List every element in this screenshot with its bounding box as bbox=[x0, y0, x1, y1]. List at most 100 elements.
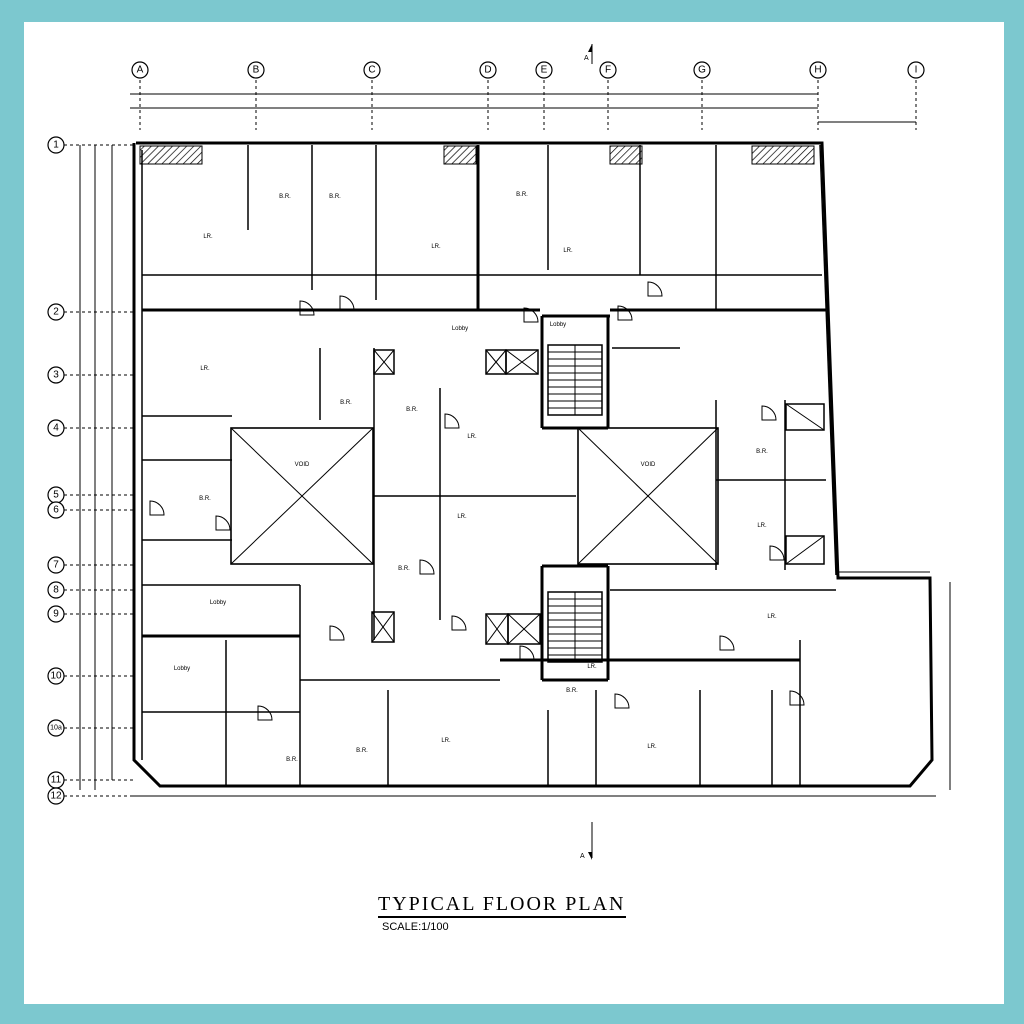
grid-col-label: C bbox=[368, 65, 375, 76]
door-swing-1 bbox=[299, 300, 315, 316]
grid-bubble-col-D: D bbox=[479, 61, 497, 79]
room-label: B.R. bbox=[398, 566, 410, 572]
room-label: LR. bbox=[563, 248, 573, 254]
room-label: B.R. bbox=[199, 496, 211, 502]
room-label: LR. bbox=[200, 366, 210, 372]
grid-bubble-row-8: 8 bbox=[47, 581, 65, 599]
grid-row-label: 6 bbox=[53, 505, 59, 516]
grid-bubble-row-12: 12 bbox=[47, 787, 65, 805]
grid-bubble-col-E: E bbox=[535, 61, 553, 79]
grid-row-label: 5 bbox=[53, 490, 59, 501]
door-swing-16 bbox=[149, 500, 165, 516]
grid-row-label: 2 bbox=[53, 307, 59, 318]
room-label: B.R. bbox=[356, 748, 368, 754]
grid-col-label: I bbox=[915, 65, 918, 76]
grid-row-label: 9 bbox=[53, 609, 59, 620]
stair-flight-1 bbox=[547, 344, 603, 416]
door-swing-18 bbox=[789, 690, 805, 706]
grid-bubble-col-C: C bbox=[363, 61, 381, 79]
door-swing-15 bbox=[519, 645, 535, 661]
grid-row-label: 1 bbox=[53, 140, 59, 151]
room-label: Lobby bbox=[452, 326, 468, 332]
door-swing-11 bbox=[761, 405, 777, 421]
dimension-lines bbox=[79, 93, 951, 797]
grid-col-label: G bbox=[698, 65, 706, 76]
room-label: LR. bbox=[457, 514, 467, 520]
room-label: B.R. bbox=[406, 407, 418, 413]
room-label: LR. bbox=[587, 664, 597, 670]
room-label: Lobby bbox=[210, 600, 226, 606]
grid-bubble-col-I: I bbox=[907, 61, 925, 79]
room-label: B.R. bbox=[516, 192, 528, 198]
grid-col-label: A bbox=[137, 65, 144, 76]
door-swing-6 bbox=[419, 559, 435, 575]
grid-col-label: F bbox=[605, 65, 611, 76]
drawing-sheet bbox=[24, 22, 1004, 1004]
door-swing-2 bbox=[339, 295, 355, 311]
grid-bubble-row-5: 5 bbox=[47, 486, 65, 504]
room-label: Lobby bbox=[174, 666, 190, 672]
section-marker-top: A bbox=[584, 55, 589, 62]
grid-bubble-row-11: 11 bbox=[47, 771, 65, 789]
grid-row-label: 3 bbox=[53, 370, 59, 381]
grid-bubble-row-10: 10 bbox=[47, 667, 65, 685]
grid-col-label: E bbox=[541, 65, 548, 76]
door-swings bbox=[149, 281, 805, 721]
room-label: LR. bbox=[431, 244, 441, 250]
void-label-right: VOID bbox=[641, 462, 656, 468]
room-label: Lobby bbox=[550, 322, 566, 328]
grid-row-label: 4 bbox=[53, 423, 59, 434]
grid-bubble-row-6: 6 bbox=[47, 501, 65, 519]
grid-bubble-col-B: B bbox=[247, 61, 265, 79]
void-label-left: VOID bbox=[295, 462, 310, 468]
grid-bubble-row-3: 3 bbox=[47, 366, 65, 384]
drawing-scale: SCALE:1/100 bbox=[382, 921, 449, 933]
grid-bubble-col-A: A bbox=[131, 61, 149, 79]
grid-row-label: 10 bbox=[50, 671, 62, 682]
exterior-walls bbox=[132, 141, 934, 788]
door-swing-8 bbox=[329, 625, 345, 641]
stair-cores bbox=[547, 344, 603, 663]
door-swing-5 bbox=[444, 413, 460, 429]
door-swing-17 bbox=[215, 515, 231, 531]
drawing-title: TYPICAL FLOOR PLAN bbox=[378, 893, 626, 918]
section-markers: A A bbox=[580, 44, 593, 860]
door-swing-14 bbox=[523, 307, 539, 323]
door-swing-9 bbox=[614, 693, 630, 709]
door-swing-4 bbox=[647, 281, 663, 297]
stair-flight-2 bbox=[547, 591, 603, 663]
room-label: B.R. bbox=[340, 400, 352, 406]
grid-bubble-col-H: H bbox=[809, 61, 827, 79]
room-label: B.R. bbox=[286, 757, 298, 763]
door-swing-3 bbox=[617, 305, 633, 321]
grid-bubble-col-F: F bbox=[599, 61, 617, 79]
grid-col-label: H bbox=[814, 65, 821, 76]
door-swing-7 bbox=[451, 615, 467, 631]
room-label: LR. bbox=[647, 744, 657, 750]
grid-col-label: B bbox=[253, 65, 260, 76]
grid-bubble-col-G: G bbox=[693, 61, 711, 79]
room-label: B.R. bbox=[329, 194, 341, 200]
room-label: LR. bbox=[441, 738, 451, 744]
room-label: B.R. bbox=[566, 688, 578, 694]
grid-bubble-row-1: 1 bbox=[47, 136, 65, 154]
grid-bubble-row-9: 9 bbox=[47, 605, 65, 623]
grid-row-label: 12 bbox=[50, 791, 62, 802]
door-swing-12 bbox=[769, 545, 785, 561]
room-label: LR. bbox=[767, 614, 777, 620]
grid-bubble-row-7: 7 bbox=[47, 556, 65, 574]
room-label: LR. bbox=[757, 523, 767, 529]
grid-row-label: 7 bbox=[53, 560, 59, 571]
door-swing-13 bbox=[257, 705, 273, 721]
grid-column-bubbles: A B C D E F G H I bbox=[131, 61, 925, 79]
grid-bubble-row-10a: 10a bbox=[47, 719, 65, 737]
structural-grid-lines bbox=[64, 80, 917, 797]
void-shafts: VOID VOID bbox=[230, 349, 825, 645]
grid-row-label: 10a bbox=[50, 725, 62, 732]
door-swing-10 bbox=[719, 635, 735, 651]
grid-row-label: 11 bbox=[51, 775, 62, 786]
room-label: LR. bbox=[467, 434, 477, 440]
room-label: B.R. bbox=[756, 449, 768, 455]
grid-bubble-row-2: 2 bbox=[47, 303, 65, 321]
